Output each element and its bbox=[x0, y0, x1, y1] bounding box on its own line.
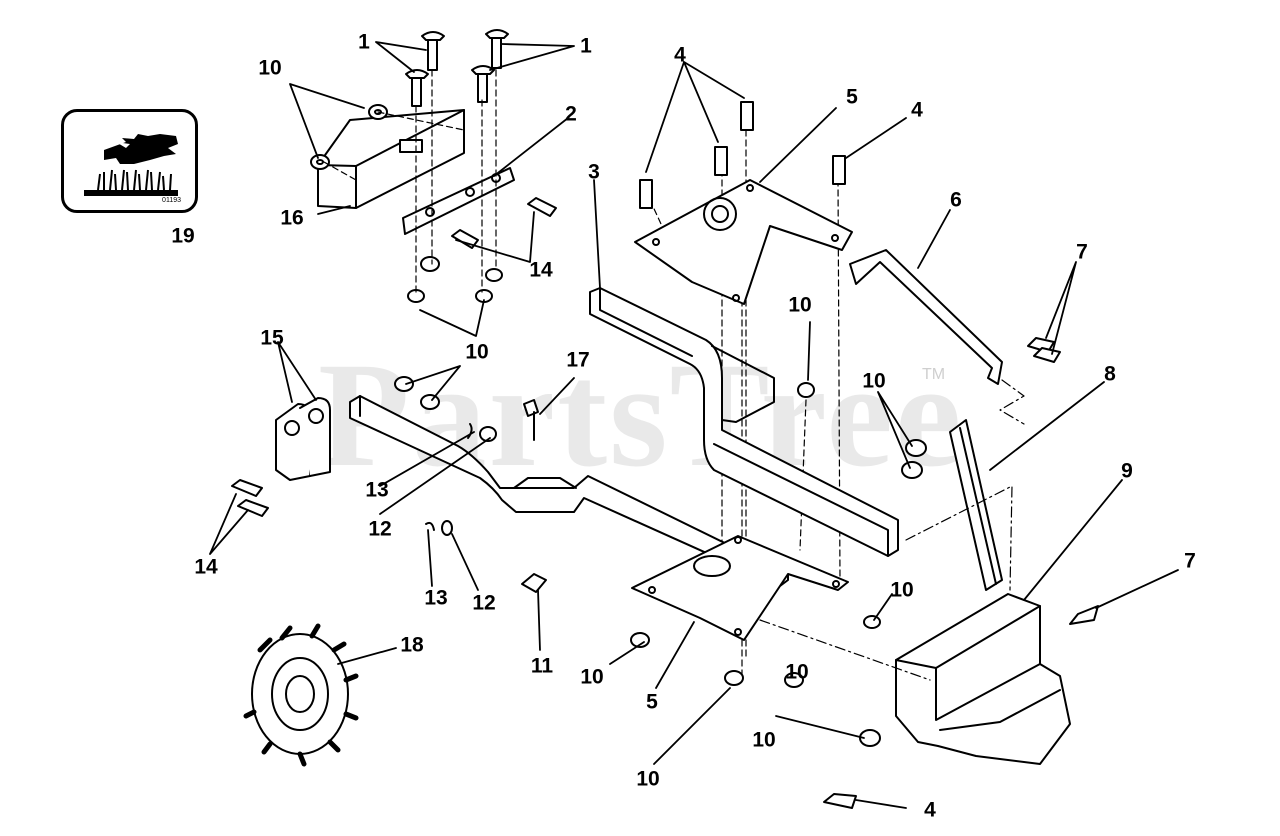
callout-17: 17 bbox=[566, 348, 590, 372]
weight-block-part bbox=[317, 109, 465, 209]
callout-14: 14 bbox=[194, 555, 218, 579]
callout-14: 14 bbox=[529, 258, 553, 282]
callout-10: 10 bbox=[258, 56, 282, 80]
callout-10: 10 bbox=[752, 728, 776, 752]
callout-10: 10 bbox=[785, 660, 809, 684]
carriage-bolt-part bbox=[405, 29, 509, 107]
hex-bolt-part bbox=[231, 197, 557, 517]
callout-10: 10 bbox=[636, 767, 660, 791]
hand-tines-warning-icon bbox=[84, 134, 178, 196]
callout-13: 13 bbox=[424, 586, 448, 610]
callout-9: 9 bbox=[1121, 459, 1133, 483]
callout-15: 15 bbox=[260, 326, 284, 350]
decal-code: 01193 bbox=[162, 197, 181, 204]
lower-mounting-plate-part bbox=[631, 535, 849, 641]
callout-10: 10 bbox=[862, 369, 886, 393]
mounting-plate-part bbox=[402, 167, 515, 235]
callout-4: 4 bbox=[924, 798, 936, 822]
callout-7: 7 bbox=[1184, 549, 1196, 573]
callout-11: 11 bbox=[530, 654, 554, 678]
watermark-trademark: TM bbox=[922, 366, 946, 383]
bolt-7-part bbox=[1027, 337, 1099, 625]
callout-1: 1 bbox=[580, 34, 592, 58]
stud-part bbox=[521, 399, 547, 593]
callout-3: 3 bbox=[588, 160, 600, 184]
callout-6: 6 bbox=[950, 188, 962, 212]
upper-bolt-part bbox=[639, 101, 846, 209]
callout-10: 10 bbox=[890, 578, 914, 602]
callout-10: 10 bbox=[788, 293, 812, 317]
warning-decal: 01193 bbox=[61, 109, 198, 213]
watermark-text: PartsTree bbox=[318, 332, 964, 498]
callout-10: 10 bbox=[580, 665, 604, 689]
callout-4: 4 bbox=[674, 43, 686, 67]
callout-10: 10 bbox=[465, 340, 489, 364]
side-bracket-part bbox=[275, 397, 331, 481]
support-bar-part bbox=[849, 249, 1003, 385]
callout-4: 4 bbox=[911, 98, 923, 122]
wheel-part bbox=[243, 623, 359, 767]
callout-18: 18 bbox=[400, 633, 424, 657]
lower-bolt-part bbox=[823, 793, 857, 809]
right-frame-tube-part bbox=[589, 287, 899, 557]
callout-16: 16 bbox=[280, 206, 304, 230]
callout-2: 2 bbox=[565, 102, 577, 126]
callout-12: 12 bbox=[368, 517, 392, 541]
callout-8: 8 bbox=[1104, 362, 1116, 386]
upper-mounting-plate-part bbox=[634, 179, 853, 305]
callout-5: 5 bbox=[846, 85, 858, 109]
callout-19: 19 bbox=[171, 224, 195, 248]
callout-13: 13 bbox=[365, 478, 389, 502]
callout-7: 7 bbox=[1076, 240, 1088, 264]
upright-bracket-part bbox=[949, 419, 1003, 591]
callout-12: 12 bbox=[472, 591, 496, 615]
tine-housing-part bbox=[895, 593, 1071, 765]
callout-1: 1 bbox=[358, 30, 370, 54]
callout-5: 5 bbox=[646, 690, 658, 714]
